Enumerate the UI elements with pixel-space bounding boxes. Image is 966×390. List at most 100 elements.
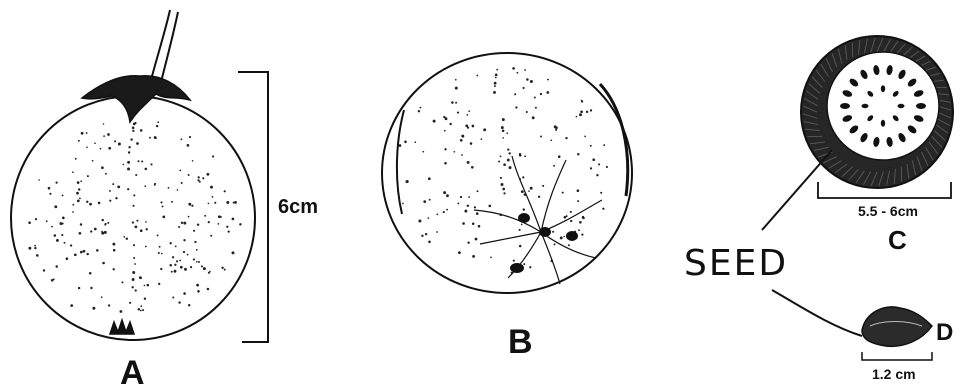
speckle	[36, 254, 39, 257]
speckle	[398, 144, 401, 147]
speckle	[144, 185, 146, 187]
speckle	[162, 216, 165, 219]
speckle	[221, 267, 223, 269]
speckle	[506, 132, 508, 134]
speckle	[540, 93, 542, 95]
speckle	[233, 202, 235, 204]
speckle	[70, 304, 73, 307]
fruit-a-stalk	[150, 10, 178, 86]
speckle	[423, 200, 426, 203]
speckle	[500, 156, 502, 158]
speckle	[507, 148, 509, 150]
speckle	[130, 138, 132, 140]
speckle	[468, 196, 470, 198]
speckle	[220, 216, 222, 218]
speckle	[115, 197, 117, 199]
speckle	[86, 146, 88, 148]
label-c: C	[888, 225, 907, 255]
fruit-a-outline	[11, 96, 255, 340]
speckle	[107, 133, 110, 136]
speckle	[127, 168, 130, 171]
speckle	[138, 308, 140, 310]
speckle	[406, 180, 409, 183]
seed-d-shape	[862, 307, 932, 346]
speckle	[181, 222, 183, 224]
speckle	[181, 138, 183, 140]
speckle	[177, 189, 179, 191]
speckle	[519, 229, 521, 231]
speckle	[568, 244, 570, 246]
speckle	[168, 187, 170, 189]
speckle	[133, 123, 136, 126]
speckle	[62, 194, 64, 196]
speckle	[113, 249, 116, 252]
speckle	[188, 203, 191, 206]
speckle	[502, 188, 505, 191]
speckle	[436, 214, 438, 216]
speckle	[145, 168, 148, 171]
speckle	[552, 231, 554, 233]
speckle	[421, 235, 423, 237]
seed-in-section	[916, 103, 926, 109]
speckle	[72, 204, 74, 206]
speckle	[584, 136, 586, 138]
speckle	[77, 200, 80, 203]
speckle	[443, 211, 445, 213]
speckle	[580, 110, 583, 113]
speckle	[102, 262, 105, 265]
speckle	[429, 199, 431, 201]
speckle	[603, 144, 605, 146]
speckle	[154, 183, 156, 185]
speckle	[522, 176, 524, 178]
speckle	[519, 245, 522, 248]
speckle	[140, 277, 142, 279]
speckle	[490, 257, 492, 259]
speckle	[128, 151, 130, 153]
speckle	[206, 173, 209, 176]
speckle	[120, 310, 123, 313]
fruit-b-bottom-view: B	[382, 53, 632, 361]
speckle	[72, 211, 74, 213]
speckle	[476, 75, 478, 77]
speckle	[179, 260, 181, 262]
speckle	[196, 284, 199, 287]
speckle	[239, 223, 241, 225]
speckle	[78, 287, 80, 289]
speckle	[136, 220, 138, 222]
speckle	[145, 246, 147, 248]
speckle	[98, 202, 101, 205]
speckle	[503, 163, 506, 166]
speckle	[132, 278, 135, 281]
seed-pointer-to-d	[772, 290, 862, 336]
speckle	[86, 132, 88, 134]
speckle	[570, 211, 572, 213]
speckle	[122, 164, 124, 166]
speckle	[444, 148, 446, 150]
speckle	[418, 220, 421, 223]
speckle	[461, 135, 464, 138]
speckle	[189, 136, 191, 138]
speckle	[540, 136, 542, 138]
speckle	[132, 221, 134, 223]
speckle	[521, 224, 523, 226]
speckle	[581, 100, 583, 102]
speckle	[79, 232, 82, 235]
speckle	[78, 188, 80, 190]
speckle	[554, 125, 557, 128]
speckle	[127, 188, 129, 190]
speckle	[212, 196, 214, 198]
speckle	[89, 203, 92, 206]
speckle	[481, 138, 483, 140]
speckle	[112, 243, 115, 246]
speckle	[132, 205, 134, 207]
speckle	[191, 205, 193, 207]
speckle	[56, 239, 59, 242]
speckle	[172, 256, 174, 258]
speckle	[83, 250, 86, 253]
speckle	[62, 217, 65, 220]
speckle	[104, 224, 106, 226]
speckle	[193, 230, 195, 232]
speckle	[224, 190, 226, 192]
speckle	[602, 208, 604, 210]
